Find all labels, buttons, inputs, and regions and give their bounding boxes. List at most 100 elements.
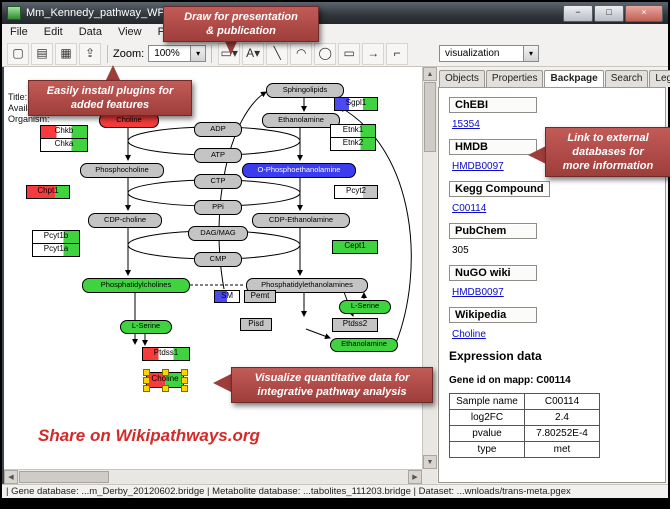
- pathway-node-chka[interactable]: Chka: [40, 138, 88, 152]
- pathway-node-cept1[interactable]: Cept1: [332, 240, 378, 254]
- backpage-value-hmdb[interactable]: HMDB0097: [452, 161, 504, 172]
- pathway-node-cmp[interactable]: CMP: [194, 252, 242, 267]
- vertical-scrollbar[interactable]: ▲ ▼: [422, 67, 437, 469]
- pathway-node-sm[interactable]: SM: [214, 290, 240, 303]
- selection-handle[interactable]: [143, 377, 150, 384]
- selection-handle[interactable]: [143, 369, 150, 376]
- pathway-node-phosphatidylethanolamines[interactable]: Phosphatidylethanolamines: [246, 278, 368, 293]
- scroll-up-icon[interactable]: ▲: [423, 67, 437, 81]
- tab-objects[interactable]: Objects: [439, 70, 485, 87]
- minimize-button[interactable]: −: [563, 4, 593, 22]
- pathway-node-l-serine[interactable]: L-Serine: [120, 320, 172, 334]
- status-text: | Gene database: ...m_Derby_20120602.bri…: [6, 486, 571, 497]
- pathway-node-etnk1[interactable]: Etnk1: [330, 124, 376, 138]
- pathway-node-pcyt1b[interactable]: Pcyt1b: [32, 230, 80, 244]
- tab-properties[interactable]: Properties: [485, 70, 544, 87]
- pathway-node-dag-mag[interactable]: DAG/MAG: [188, 226, 248, 241]
- pathway-node-ptdss2[interactable]: Ptdss2: [332, 318, 378, 332]
- export-button[interactable]: ⇪: [79, 42, 101, 65]
- selection-handle[interactable]: [181, 377, 188, 384]
- pathway-canvas[interactable]: Title: Availability: Organism: Sphingoli…: [4, 67, 422, 469]
- expression-table-cell: 2.4: [524, 409, 600, 426]
- tab-legend[interactable]: Legend: [649, 70, 670, 87]
- close-button[interactable]: ×: [625, 4, 663, 22]
- pathway-node-pemt[interactable]: Pemt: [244, 290, 276, 303]
- pathway-node-atp[interactable]: ATP: [194, 148, 242, 163]
- zoom-value: 100%: [154, 48, 180, 59]
- callout-draw-pointer: [224, 39, 238, 55]
- expression-table-cell: 7.80252E-4: [524, 425, 600, 442]
- backpage-value-kegg-compound[interactable]: C00114: [452, 203, 487, 214]
- pathway-node-ctp[interactable]: CTP: [194, 174, 242, 189]
- connector-tool-button[interactable]: ⌐: [386, 42, 409, 65]
- menu-file[interactable]: File: [10, 26, 28, 38]
- new-file-button[interactable]: ▢: [7, 42, 29, 65]
- pathway-node-ptdss1[interactable]: Ptdss1: [142, 347, 190, 361]
- callout-draw: Draw for presentation& publication: [163, 6, 319, 42]
- rectangle-tool-button[interactable]: ▭: [338, 42, 361, 65]
- pathway-node-chkb[interactable]: Chkb: [40, 125, 88, 139]
- status-bar: | Gene database: ...m_Derby_20120602.bri…: [2, 484, 668, 498]
- new-label-button[interactable]: A▾: [242, 42, 265, 65]
- open-file-button[interactable]: ▤: [31, 42, 53, 65]
- menu-edit[interactable]: Edit: [43, 26, 63, 38]
- pathway-node-ethanolamine[interactable]: Ethanolamine: [262, 113, 340, 128]
- app-icon: [7, 6, 21, 20]
- arc-tool-button[interactable]: ◠: [290, 42, 313, 65]
- pathway-node-pcyt2[interactable]: Pcyt2: [334, 185, 378, 199]
- toolbar-separator: [211, 44, 213, 63]
- backpage-header-wikipedia: Wikipedia: [449, 307, 537, 323]
- save-file-button[interactable]: ▦: [55, 42, 77, 65]
- pathway-node-ethanolamine[interactable]: Ethanolamine: [330, 338, 398, 352]
- backpage-value-nugo-wiki[interactable]: HMDB0097: [452, 287, 504, 298]
- maximize-button[interactable]: □: [594, 4, 624, 22]
- scroll-right-icon[interactable]: ▶: [408, 470, 422, 484]
- expression-table-cell: log2FC: [449, 409, 525, 426]
- scroll-left-icon[interactable]: ◀: [4, 470, 18, 484]
- pathway-node-phosphocholine[interactable]: Phosphocholine: [80, 163, 164, 178]
- expression-table-cell: Sample name: [449, 393, 525, 410]
- pathway-node-etnk2[interactable]: Etnk2: [330, 137, 376, 151]
- tab-search[interactable]: Search: [604, 70, 649, 87]
- selection-handle[interactable]: [143, 385, 150, 392]
- selection-handle[interactable]: [162, 385, 169, 392]
- tab-backpage[interactable]: Backpage: [544, 70, 604, 87]
- visualization-select[interactable]: visualization ▾: [439, 45, 539, 62]
- pathway-node-o-phosphoethanolamine[interactable]: O-Phosphoethanolamine: [242, 163, 356, 178]
- menu-data[interactable]: Data: [78, 26, 102, 38]
- pathway-node-chpt1[interactable]: Chpt1: [26, 185, 70, 199]
- zoom-select[interactable]: 100% ▾: [148, 45, 207, 62]
- arrow-tool-button[interactable]: →: [362, 42, 385, 65]
- backpage-value-wikipedia[interactable]: Choline: [452, 329, 486, 340]
- backpage-value-pubchem: 305: [452, 245, 469, 256]
- callout-link-pointer: [528, 146, 546, 164]
- pathway-node-cdp-choline[interactable]: CDP-choline: [88, 213, 162, 228]
- backpage-value-chebi[interactable]: 15354: [452, 119, 480, 130]
- pathway-node-l-serine[interactable]: L-Serine: [339, 300, 391, 314]
- pathway-info-title: Title:: [8, 92, 28, 102]
- pathway-node-pcyt1a[interactable]: Pcyt1a: [32, 243, 80, 257]
- selection-handle[interactable]: [162, 369, 169, 376]
- pathway-node-adp[interactable]: ADP: [194, 122, 242, 137]
- pathway-node-pisd[interactable]: Pisd: [240, 318, 272, 331]
- line-tool-button[interactable]: ╲: [266, 42, 289, 65]
- visualization-value: visualization: [445, 48, 500, 59]
- share-text: Share on Wikipathways.org: [38, 426, 260, 445]
- selection-handle[interactable]: [181, 385, 188, 392]
- pathway-node-ppi[interactable]: PPi: [194, 200, 242, 215]
- ellipse-tool-button[interactable]: ◯: [314, 42, 337, 65]
- selection-handle[interactable]: [181, 369, 188, 376]
- menu-view[interactable]: View: [117, 26, 142, 38]
- title-bar: Mm_Kennedy_pathway_WP1771_45176.gpml − □…: [2, 2, 668, 24]
- horizontal-scrollbar[interactable]: ◀ ▶: [4, 469, 422, 484]
- pathway-node-phosphatidylcholines[interactable]: Phosphatidylcholines: [82, 278, 190, 293]
- pathway-node-sphingolipids[interactable]: Sphingolipids: [266, 83, 344, 98]
- pathway-node-cdp-ethanolamine[interactable]: CDP-Ethanolamine: [252, 213, 350, 228]
- vertical-scroll-thumb[interactable]: [424, 82, 436, 152]
- scroll-down-icon[interactable]: ▼: [423, 455, 437, 469]
- pathway-node-sgpl1[interactable]: Sgpl1: [334, 97, 378, 111]
- horizontal-scroll-thumb[interactable]: [19, 471, 109, 483]
- backpage-header-nugo-wiki: NuGO wiki: [449, 265, 537, 281]
- pathway-node-choline-selected[interactable]: Choline: [143, 369, 188, 392]
